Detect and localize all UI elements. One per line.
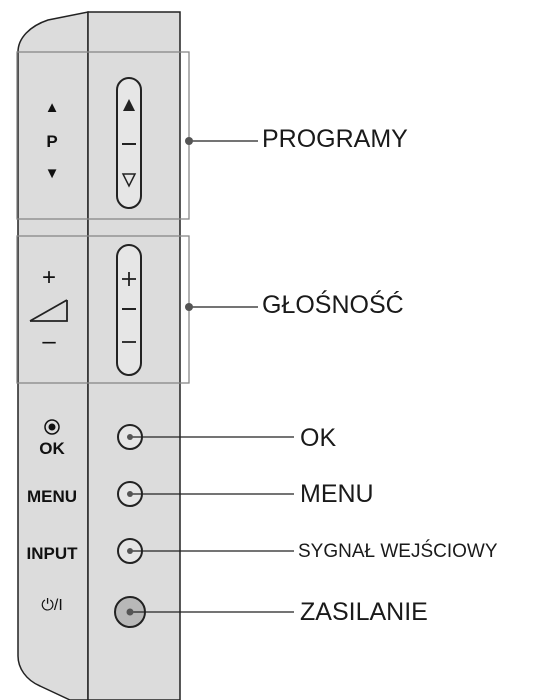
volume-minus-symbol: – (42, 328, 56, 355)
volume-rocker-button[interactable] (116, 244, 142, 376)
ok-radio-icon (44, 419, 60, 435)
volume-wedge-icon (29, 299, 68, 322)
volume-plus-symbol: + (41, 264, 56, 291)
program-letter: P (46, 132, 58, 151)
ok-label: OK (39, 439, 65, 458)
program-down-icon (121, 173, 137, 188)
volume-callout: GŁOŚNOŚĆ (262, 291, 404, 319)
programs-callout: PROGRAMY (262, 125, 408, 153)
power-callout: ZASILANIE (300, 598, 428, 626)
input-label: INPUT (26, 544, 78, 563)
program-rocker-button[interactable] (116, 77, 142, 209)
program-up-symbol: ▲ (44, 99, 60, 116)
menu-label: MENU (26, 487, 78, 506)
menu-callout: MENU (300, 480, 374, 508)
ok-callout: OK (300, 424, 337, 452)
panel-front-strip (17, 11, 89, 700)
program-up-icon (123, 99, 135, 111)
volume-leader-dot (185, 303, 193, 311)
program-down-symbol: ▼ (44, 165, 60, 182)
input-callout: SYGNAŁ WEJŚCIOWY (298, 541, 498, 562)
power-label: ⏻/I (41, 597, 63, 614)
program-group-frame (16, 51, 190, 220)
programs-leader-dot (185, 137, 193, 145)
